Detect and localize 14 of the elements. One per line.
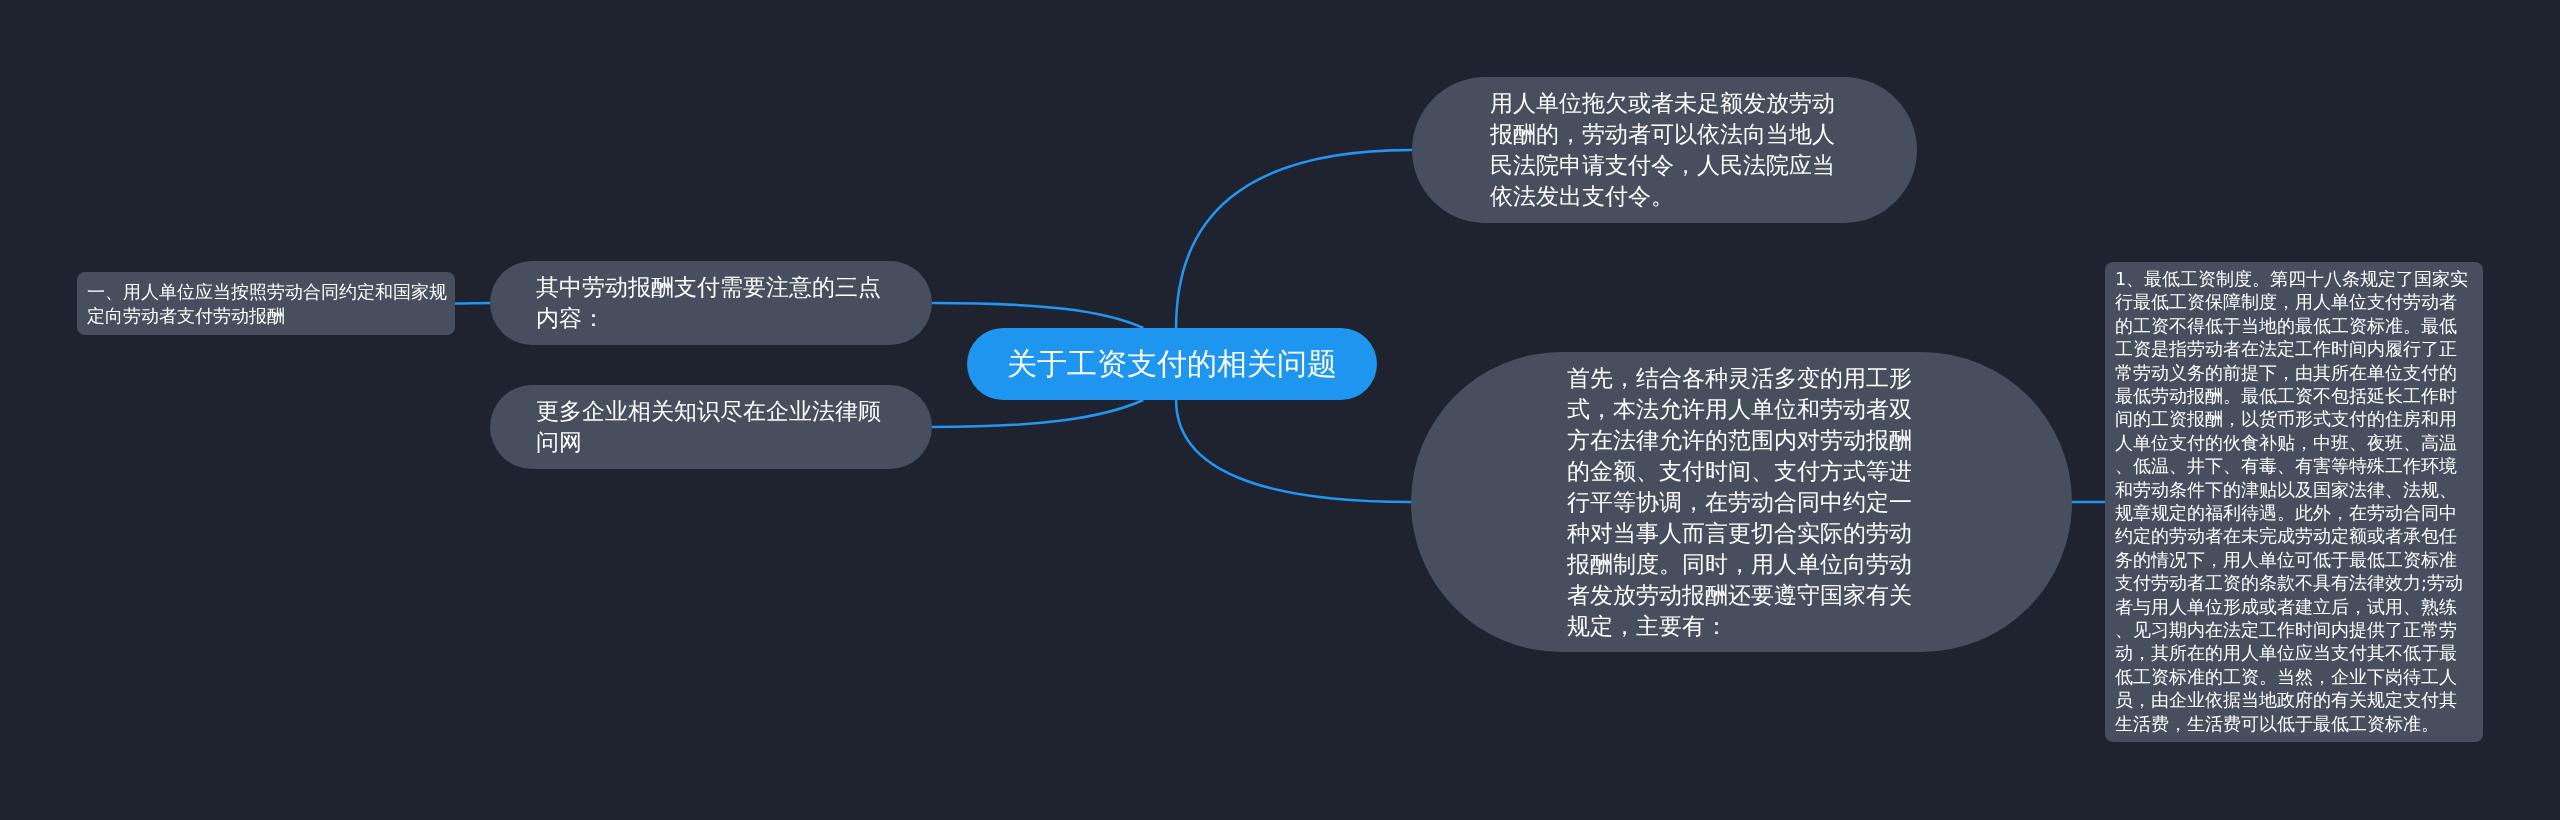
connector-line [1174, 399, 1412, 504]
connector-line [932, 398, 1144, 429]
topic-text: 用人单位拖欠或者未足额发放劳动报酬的，劳动者可以依法向当地人民法院申请支付令，人民法院应当依法发出支付令。 [1489, 89, 1836, 211]
connector-line [455, 301, 490, 305]
connector-line [932, 301, 1144, 330]
note-card [77, 272, 455, 335]
topic-text: 首先，结合各种灵活多变的用工形式，本法允许用人单位和劳动者双方在法律允许的范围内对劳动报酬的金额、支付时间、支付方式等进行平等协调，在劳动合同中约定一种对当事人而言更切合实际的劳动报酬制度。同时，用人单位向劳动者发放劳动报酬还要遵守国家有关规定，主要有： [1566, 363, 1913, 641]
topic-text: 其中劳动报酬支付需要注意的三点内容： [536, 273, 882, 333]
note-text: 一、用人单位应当按照劳动合同约定和国家规定向劳动者支付劳动报酬 [87, 279, 448, 328]
note-text: 1、最低工资制度。第四十八条规定了国家实行最低工资保障制度，用人单位支付劳动者的工资不得低于当地的最低工资标准。最低工资是指劳动者在法定工作时间内履行了正常劳动义务的前提下，由其所在单位支付的最低劳动报酬。最低工资不包括延长工作时间的工资报酬，以货币形式支付的住房和用人单位支付的伙食补贴，中班、夜班、高温、低温、井下、有毒、有害等特殊工作环境和劳动条件下的津贴以及国家法律、法规、规章规定的福利待遇。此外，在劳动合同中约定的劳动者在未完成劳动定额或者承包任务的情况下，用人单位可低于最低工资标准支付劳动者工资的条款不具有法律效力;劳动者与用人单位形成或者建立后，试用、熟练、见习期内在法定工作时间内提供了正常劳动，其所在的用人单位应当支付其不低于最低工资标准的工资。当然，企业下岗待工人员，由企业依据当地政府的有关规定支付其生活费，生活费可以低于最低工资标准。 [2115, 267, 2470, 736]
connector-line [1174, 148, 1413, 329]
topic-text: 关于工资支付的相关问题 [1007, 346, 1337, 382]
topic-text: 更多企业相关知识尽在企业法律顾问网 [536, 397, 882, 457]
connector-line [2072, 500, 2105, 504]
